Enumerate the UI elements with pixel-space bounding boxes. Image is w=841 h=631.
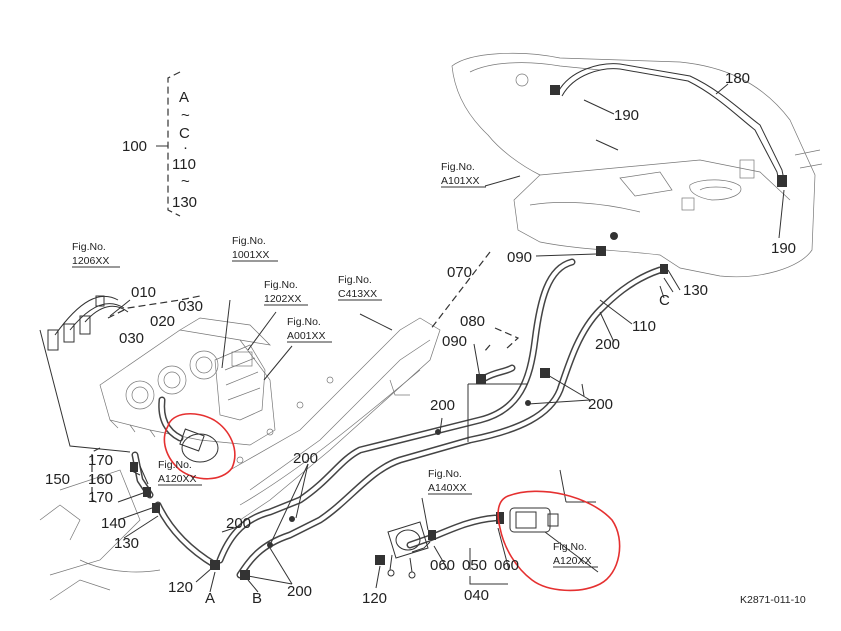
fig-ref-c413xx: Fig.No. C413XX	[338, 274, 382, 301]
part-label-170-top: 170	[88, 452, 113, 469]
fig-ref-1202xx-prefix: Fig.No.	[264, 279, 298, 291]
part-label-090-top: 090	[507, 249, 532, 266]
fig-ref-c413xx-prefix: Fig.No.	[338, 274, 372, 286]
part-label-030-top: 030	[178, 298, 203, 315]
part-label-200-left: 200	[293, 450, 318, 467]
fuel-filter-left	[179, 428, 219, 463]
fig-ref-1001xx-number: 1001XX	[232, 249, 269, 261]
drawing-code: K2871-011-10	[740, 594, 806, 606]
fuel-tank-outline	[451, 52, 823, 278]
fig-ref-a001xx-prefix: Fig.No.	[287, 316, 321, 328]
fig-ref-1206xx: Fig.No. 1206XX	[72, 241, 120, 268]
chassis-frame-outline	[39, 317, 441, 601]
part-label-040: 040	[464, 587, 489, 604]
part-label-170-bottom: 170	[88, 489, 113, 506]
fuel-hoses	[131, 63, 785, 579]
fig-ref-a140xx-number: A140XX	[428, 482, 467, 494]
fig-ref-1206xx-number: 1206XX	[72, 255, 109, 267]
range-tilde-2: ~	[181, 173, 190, 190]
part-label-200-mid: 200	[430, 397, 455, 414]
part-label-120-right: 120	[362, 590, 387, 607]
part-label-060-right: 060	[494, 557, 519, 574]
fig-ref-a001xx-number: A001XX	[287, 330, 326, 342]
fig-ref-1001xx: Fig.No. 1001XX	[232, 235, 278, 262]
fig-ref-c413xx-number: C413XX	[338, 288, 377, 300]
hose-clamps	[130, 85, 787, 580]
part-label-100: 100	[122, 138, 147, 155]
part-label-130-left: 130	[114, 535, 139, 552]
range-letter-a: A	[179, 89, 189, 106]
fuel-pump	[387, 521, 429, 579]
leader-lines	[39, 83, 785, 593]
range-110: 110	[172, 156, 196, 173]
part-label-200-mid-right: 200	[588, 396, 613, 413]
point-label-b: B	[252, 590, 262, 607]
fig-ref-a101xx: Fig.No. A101XX	[441, 161, 486, 188]
fig-ref-a120xx-left-prefix: Fig.No.	[158, 459, 192, 471]
fig-ref-a101xx-number: A101XX	[441, 175, 480, 187]
range-130: 130	[172, 194, 197, 211]
fig-ref-a120xx-left: Fig.No. A120XX	[158, 459, 202, 486]
fig-ref-a120xx-right-number: A120XX	[553, 555, 592, 567]
range-tilde-1: ~	[181, 107, 190, 124]
part-label-010: 010	[131, 284, 156, 301]
fig-ref-a120xx-right: Fig.No. A120XX	[553, 541, 598, 568]
part-label-050: 050	[462, 557, 487, 574]
group-brackets	[91, 71, 520, 505]
fig-ref-a001xx: Fig.No. A001XX	[287, 316, 332, 343]
part-label-020: 020	[150, 313, 175, 330]
part-label-130-right: 130	[683, 282, 708, 299]
part-label-200-lower: 200	[226, 515, 251, 532]
range-letter-c: C	[179, 125, 190, 142]
fig-ref-1202xx: Fig.No. 1202XX	[264, 279, 308, 306]
injector-pipes	[47, 295, 129, 351]
part-label-190-top: 190	[614, 107, 639, 124]
part-label-030-left: 030	[119, 330, 144, 347]
part-label-160: 160	[88, 471, 113, 488]
fig-ref-1202xx-number: 1202XX	[264, 293, 301, 305]
fig-ref-1206xx-prefix: Fig.No.	[72, 241, 106, 253]
fig-ref-a101xx-prefix: Fig.No.	[441, 161, 475, 173]
point-label-a: A	[205, 590, 215, 607]
part-label-080: 080	[460, 313, 485, 330]
fuel-filter-right	[509, 507, 559, 533]
highlight-marks	[163, 413, 621, 592]
part-label-150: 150	[45, 471, 70, 488]
part-label-120-left: 120	[168, 579, 193, 596]
part-label-180: 180	[725, 70, 750, 87]
part-label-110: 110	[632, 318, 656, 335]
part-label-070: 070	[447, 264, 472, 281]
fig-ref-a120xx-left-number: A120XX	[158, 473, 197, 485]
fig-ref-a120xx-right-prefix: Fig.No.	[553, 541, 587, 553]
part-label-140: 140	[101, 515, 126, 532]
part-label-090-mid: 090	[442, 333, 467, 350]
part-label-060-left: 060	[430, 557, 455, 574]
part-label-200-right: 200	[595, 336, 620, 353]
point-label-c: C	[659, 292, 670, 309]
part-label-200-bottom: 200	[287, 583, 312, 600]
fig-ref-a140xx-prefix: Fig.No.	[428, 468, 462, 480]
engine-block-outline	[99, 317, 276, 446]
range-dot: ·	[183, 139, 188, 156]
fig-ref-1001xx-prefix: Fig.No.	[232, 235, 266, 247]
fig-ref-a140xx: Fig.No. A140XX	[428, 468, 472, 495]
part-label-190-right: 190	[771, 240, 796, 257]
